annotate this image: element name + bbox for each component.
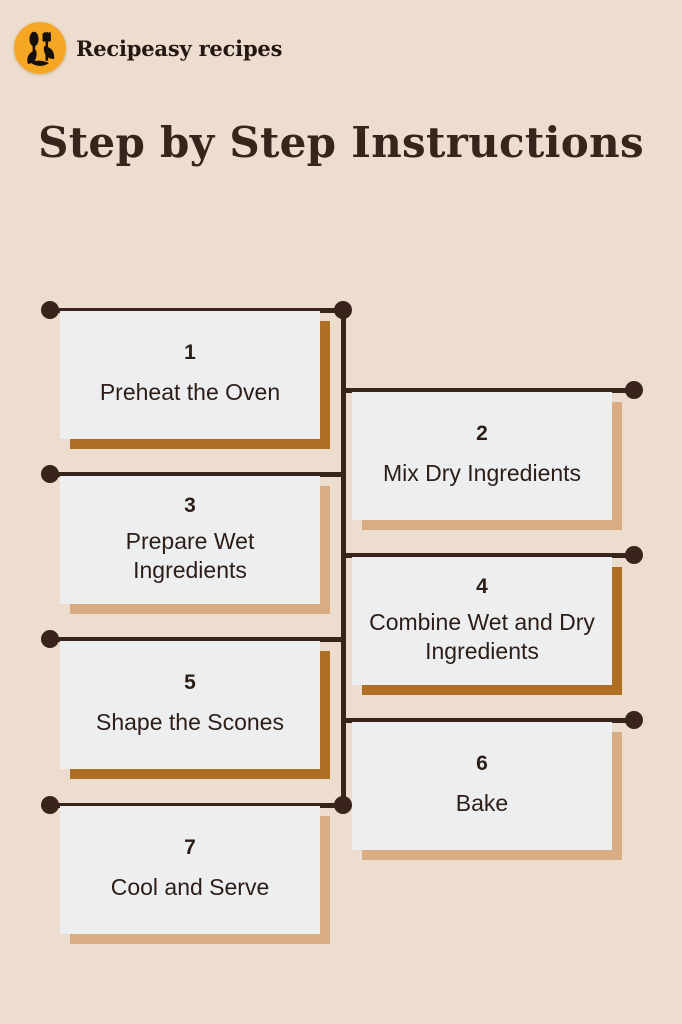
connector-dot-1-right <box>334 301 352 319</box>
step-number-7: 7 <box>184 836 196 860</box>
connector-dot-2-right <box>625 381 643 399</box>
connector-spine <box>341 310 346 807</box>
step-card-2[interactable]: 2 Mix Dry Ingredients <box>352 392 622 530</box>
step-label-5: Shape the Scones <box>96 709 284 736</box>
step-number-2: 2 <box>476 422 488 446</box>
step-number-3: 3 <box>184 493 196 517</box>
step-card-7-face: 7 Cool and Serve <box>60 806 320 934</box>
connector-line-4-top <box>341 553 634 558</box>
connector-dot-5-left <box>41 630 59 648</box>
connector-line-5-top <box>50 637 345 642</box>
step-card-1[interactable]: 1 Preheat the Oven <box>60 311 330 449</box>
connector-dot-6-right <box>625 711 643 729</box>
step-number-5: 5 <box>184 671 196 695</box>
step-card-7[interactable]: 7 Cool and Serve <box>60 806 330 944</box>
brand-name: Recipeasy recipes <box>76 35 283 61</box>
step-card-4-face: 4 Combine Wet and Dry Ingredients <box>352 557 612 685</box>
step-number-4: 4 <box>476 574 488 598</box>
connector-line-2-top <box>341 388 634 393</box>
cooking-utensils-icon <box>14 22 66 74</box>
step-number-6: 6 <box>476 752 488 776</box>
connector-dot-7-left <box>41 796 59 814</box>
page-title: Step by Step Instructions <box>38 118 644 167</box>
connector-line-3-top <box>50 472 345 477</box>
connector-line-6-top <box>341 718 634 723</box>
connector-dot-3-left <box>41 465 59 483</box>
step-label-6: Bake <box>455 790 509 817</box>
step-card-1-face: 1 Preheat the Oven <box>60 311 320 439</box>
step-card-6[interactable]: 6 Bake <box>352 722 622 860</box>
step-label-2: Mix Dry Ingredients <box>382 460 582 487</box>
step-label-7: Cool and Serve <box>110 874 270 901</box>
connector-line-7-top <box>50 803 345 808</box>
step-label-1: Preheat the Oven <box>99 379 281 406</box>
step-number-1: 1 <box>184 341 196 365</box>
connector-dot-7-right <box>334 796 352 814</box>
connector-dot-4-right <box>625 546 643 564</box>
brand-logo: Recipeasy recipes <box>14 22 282 74</box>
connector-dot-1-left <box>41 301 59 319</box>
step-card-5[interactable]: 5 Shape the Scones <box>60 641 330 779</box>
step-card-5-face: 5 Shape the Scones <box>60 641 320 769</box>
step-card-2-face: 2 Mix Dry Ingredients <box>352 392 612 520</box>
step-card-4[interactable]: 4 Combine Wet and Dry Ingredients <box>352 557 622 695</box>
step-label-3: Prepare Wet Ingredients <box>125 527 255 583</box>
connector-line-1-top <box>50 308 345 313</box>
step-card-3[interactable]: 3 Prepare Wet Ingredients <box>60 476 330 614</box>
step-card-6-face: 6 Bake <box>352 722 612 850</box>
step-card-3-face: 3 Prepare Wet Ingredients <box>60 476 320 604</box>
step-label-4: Combine Wet and Dry Ingredients <box>369 608 595 664</box>
